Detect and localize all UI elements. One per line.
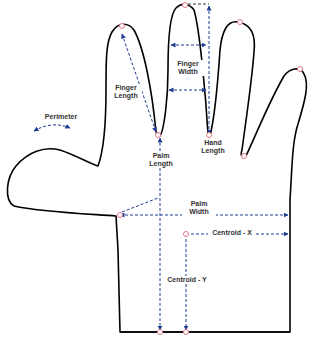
measure-lines — [34, 4, 288, 330]
hand-outline — [7, 4, 306, 332]
measurement-label: Finger Width — [172, 60, 204, 76]
measurement-label: Centroid - Y — [164, 276, 210, 284]
landmark-dots — [118, 3, 303, 335]
measurement-label: Centroid - X — [208, 229, 256, 237]
measurement-label: Finger Length — [110, 84, 142, 100]
measurement-label: Palm Width — [182, 200, 216, 216]
measurement-label: Palm Length — [145, 152, 177, 168]
measurement-label: Hand Length — [197, 139, 229, 155]
measurement-label: Perimeter — [40, 113, 82, 121]
